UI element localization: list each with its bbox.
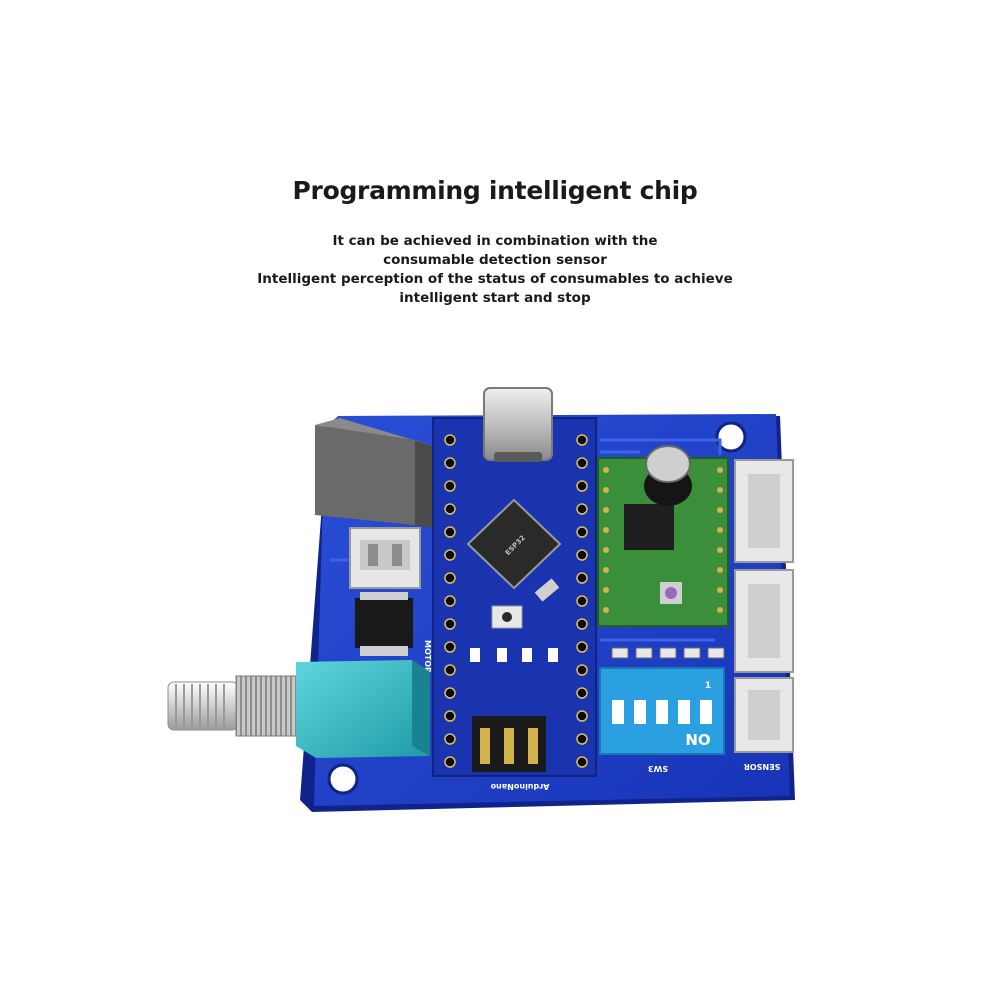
mosfet-chip [355, 592, 413, 656]
dip-switch-number: 1 [705, 681, 711, 691]
module-name-silk: ArduinoNano [490, 782, 549, 791]
description-line-4: intelligent start and stop [399, 290, 591, 306]
description-line-1: It can be achieved in combination with t… [332, 233, 658, 249]
description-line-2: consumable detection sensor [383, 252, 607, 268]
driver-chip [624, 504, 674, 550]
stepper-driver-module [597, 445, 729, 627]
power-connector [349, 527, 421, 589]
mounting-hole-icon [327, 421, 747, 795]
capacitor-icon [644, 445, 692, 506]
dip-switch [599, 667, 725, 755]
sensor-connectors [734, 459, 794, 753]
resistor-array [611, 647, 725, 659]
page-title: Programming intelligent chip [292, 176, 698, 205]
sensor-silk: SENSOR [744, 762, 781, 771]
potentiometer-knob [167, 660, 430, 758]
arduino-nano-module: ESP32 [432, 387, 597, 777]
icsp-header [472, 716, 546, 772]
switch-silk: SW3 [648, 764, 668, 773]
usb-c-port [483, 387, 553, 461]
motor-silk: MOTOR [423, 640, 432, 673]
dip-switch-text: NO [685, 731, 710, 749]
description-line-3: Intelligent perception of the status of … [257, 271, 733, 287]
mcu-chip [466, 498, 562, 590]
